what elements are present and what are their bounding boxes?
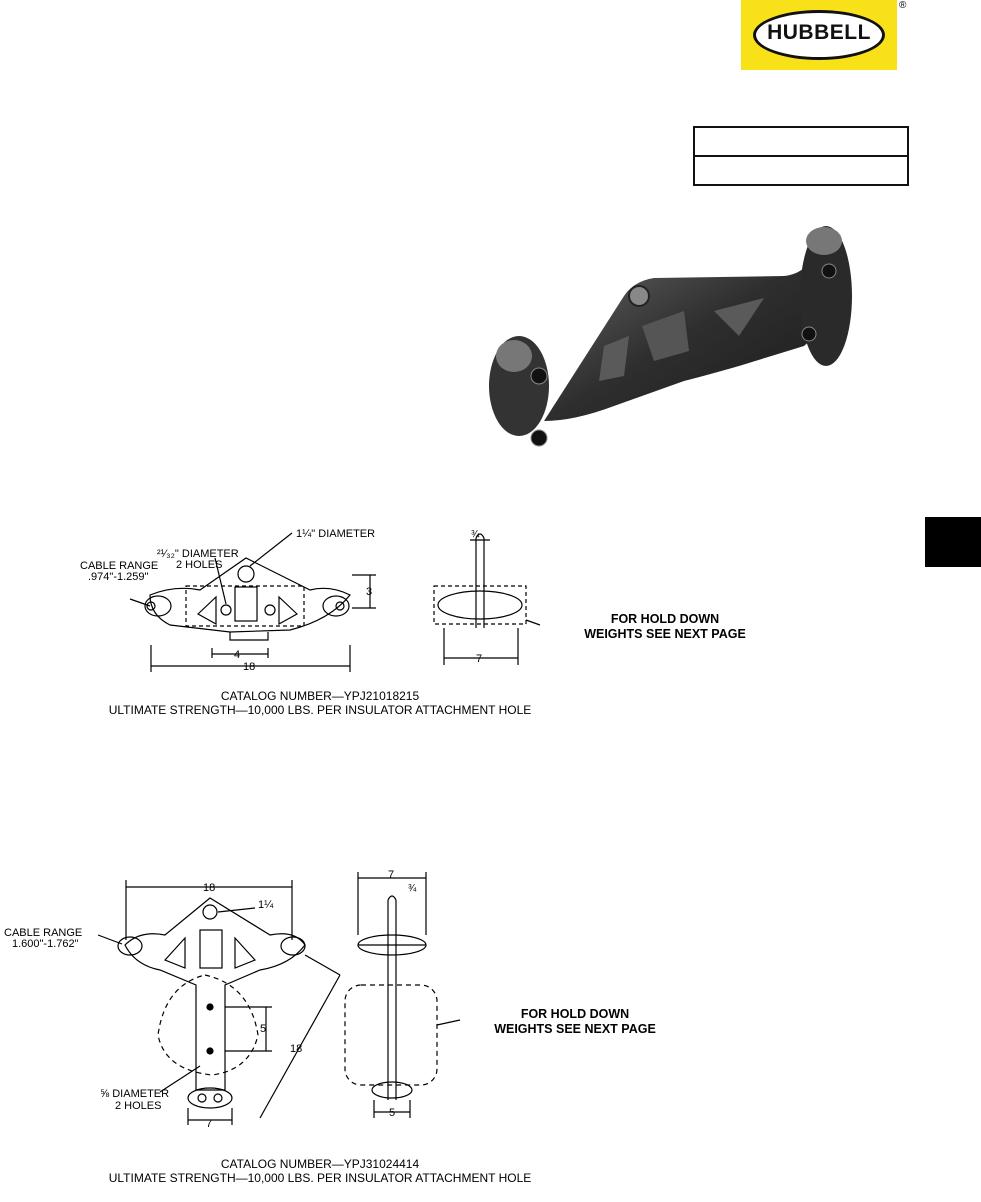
- dim-18: 18: [243, 661, 255, 673]
- drawing-ypj31024414: 18 1¼ CABLE RANGE 1.600"-1.762" 5 18 ⅝ D…: [4, 869, 461, 1130]
- label-cable-range-value-2: 1.600"-1.762": [12, 938, 79, 950]
- dim-side-top: ¾: [471, 529, 480, 540]
- label-cable-range: CABLE RANGE: [80, 560, 158, 572]
- label-diameter-large: 1¼" DIAMETER: [296, 528, 375, 540]
- label-small-diameter: ⅝ DIAMETER: [100, 1088, 169, 1100]
- dim-side-width: 7: [476, 653, 482, 665]
- label-diameter-small: ²¹⁄₃₂" DIAMETER: [157, 548, 239, 560]
- header-info-box: [693, 126, 909, 186]
- dim-5: 5: [260, 1023, 266, 1035]
- catalog-number-1: CATALOG NUMBER—YPJ21018215: [220, 689, 420, 703]
- caption-1: CATALOG NUMBER—YPJ21018215 ULTIMATE STRE…: [60, 689, 580, 717]
- drawing-ypj21018215: 1¼" DIAMETER ²¹⁄₃₂" DIAMETER 2 HOLES CAB…: [80, 528, 541, 673]
- note-line-2: WEIGHTS SEE NEXT PAGE: [494, 1022, 656, 1036]
- note-line-2: WEIGHTS SEE NEXT PAGE: [584, 627, 746, 641]
- catalog-number-2: CATALOG NUMBER—YPJ31024414: [220, 1157, 420, 1171]
- side-dim-5: 5: [389, 1107, 395, 1119]
- hold-down-note-2: FOR HOLD DOWN WEIGHTS SEE NEXT PAGE: [470, 1007, 680, 1037]
- caption-2: CATALOG NUMBER—YPJ31024414 ULTIMATE STRE…: [60, 1157, 580, 1185]
- side-dim-7: 7: [388, 869, 394, 881]
- logo-text: HUBBELL: [767, 21, 871, 44]
- logo-ellipse: [753, 10, 885, 60]
- note-line-1: FOR HOLD DOWN: [520, 1007, 630, 1021]
- hubbell-logo: HUBBELL: [741, 0, 897, 70]
- dim-3: 3: [366, 586, 372, 598]
- label-two-holes-2: 2 HOLES: [115, 1100, 161, 1112]
- label-cable-range-value: .974"-1.259": [88, 571, 149, 583]
- note-line-1: FOR HOLD DOWN: [610, 612, 720, 626]
- side-dim-top: ¾: [408, 883, 417, 894]
- section-tab: [925, 517, 981, 567]
- product-photo: [489, 226, 852, 447]
- hold-down-note-1: FOR HOLD DOWN WEIGHTS SEE NEXT PAGE: [560, 612, 770, 642]
- label-cable-range-2: CABLE RANGE: [4, 927, 82, 939]
- dim-hole: 1¼: [258, 899, 274, 911]
- dim-18-diag: 18: [290, 1043, 302, 1055]
- dim-18-top: 18: [203, 882, 215, 894]
- dim-4: 4: [234, 649, 240, 661]
- ultimate-strength-1: ULTIMATE STRENGTH—10,000 LBS. PER INSULA…: [108, 703, 532, 717]
- ultimate-strength-2: ULTIMATE STRENGTH—10,000 LBS. PER INSULA…: [108, 1171, 532, 1185]
- label-two-holes: 2 HOLES: [176, 559, 222, 571]
- dim-7-bottom: 7: [206, 1118, 212, 1130]
- header-box-divider: [695, 155, 907, 157]
- registered-mark: ®: [899, 0, 907, 11]
